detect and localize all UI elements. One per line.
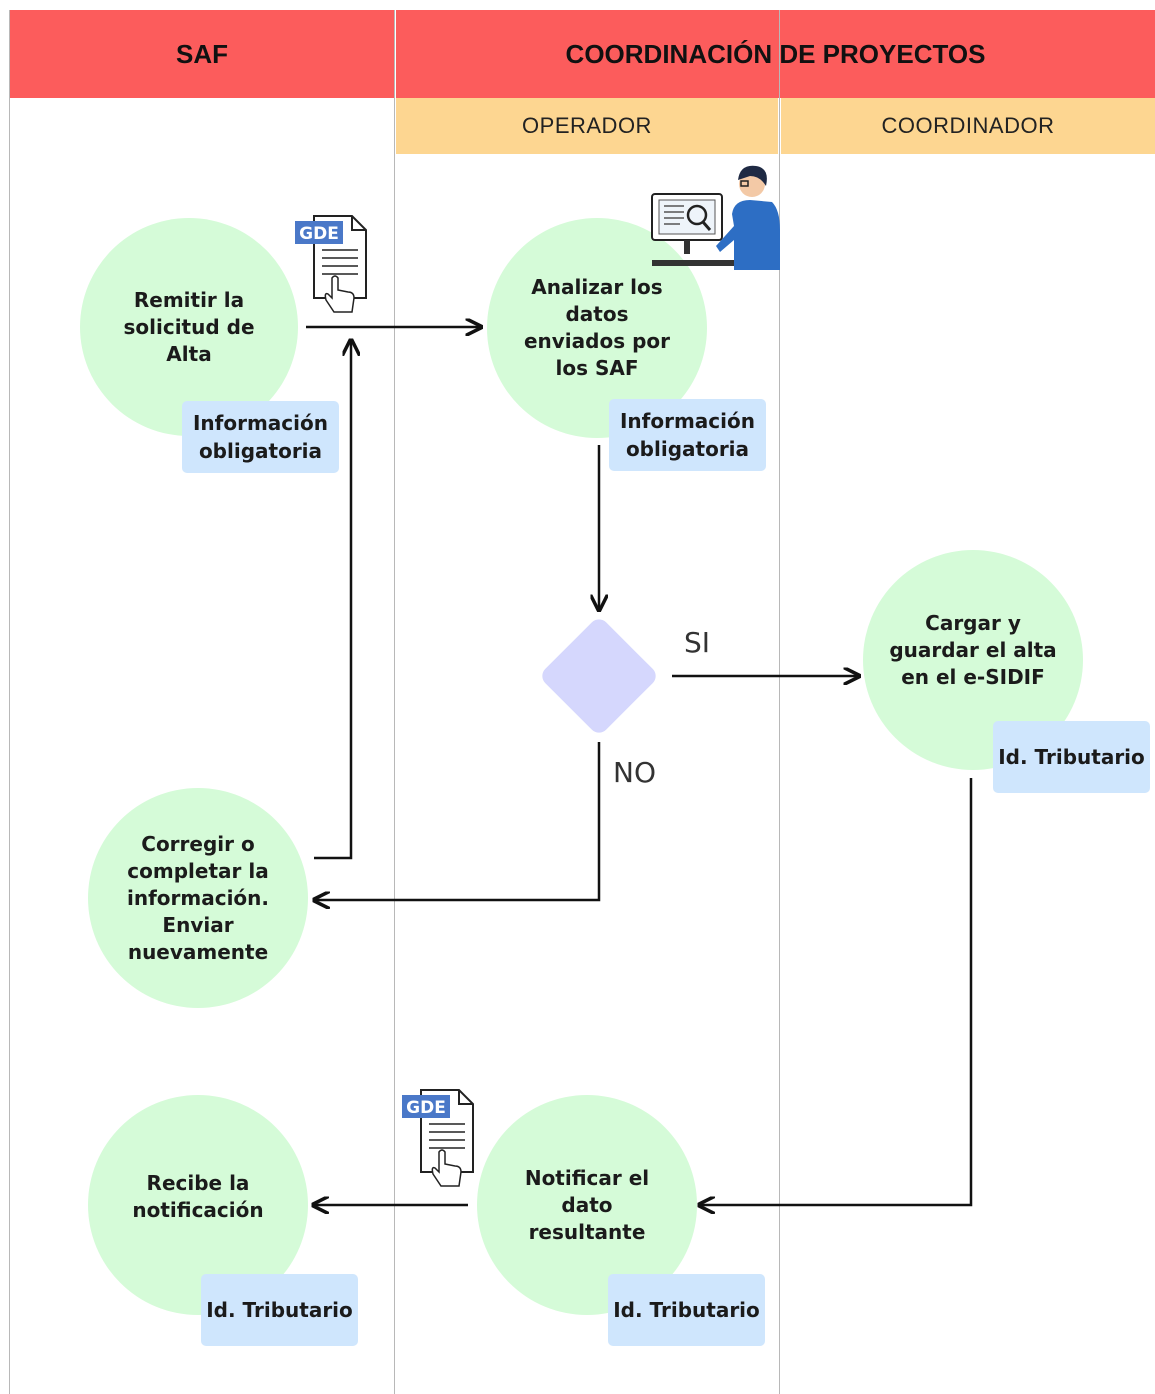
sublane-title-coordinador: COORDINADOR (881, 113, 1055, 138)
gde-badge-text: GDE (299, 224, 339, 244)
gde-document-icon: GDE (295, 215, 367, 313)
node-corregir-label: Corregir o completar la información. Env… (126, 831, 270, 964)
node-cargar-label: Cargar y guardar el alta en el e-SIDIF (889, 610, 1057, 689)
lane-header-saf: SAF (10, 10, 394, 98)
lane-header-coordinacion: COORDINACIÓN DE PROYECTOS (396, 10, 1155, 98)
tag-recibe-label: Id. Tributario (206, 1298, 353, 1322)
tag-notificar-label: Id. Tributario (613, 1298, 760, 1322)
tag-analizar-label: Información obligatoria (619, 409, 755, 461)
tag-notificar: Id. Tributario (608, 1274, 765, 1346)
arrow-cargar-to-notificar (699, 778, 973, 1205)
decision-yes-label: SI (684, 626, 711, 659)
lane-divider-saf (394, 10, 395, 1394)
node-corregir: Corregir o completar la información. Env… (88, 788, 308, 1008)
lane-title-coordinacion: COORDINACIÓN DE PROYECTOS (565, 38, 986, 69)
node-recibe-label: Recibe la notificación (132, 1171, 264, 1222)
tag-remitir: Información obligatoria (182, 401, 339, 473)
lane-divider-operador (779, 10, 780, 1394)
node-analizar-label: Analizar los datos enviados por los SAF (523, 275, 671, 380)
arrow-corregir-to-remitir (314, 340, 351, 860)
node-notificar-label: Notificar el dato resultante (524, 1165, 650, 1244)
node-remitir: Remitir la solicitud de Alta (80, 218, 298, 436)
arrow-decision-no-to-corregir (314, 742, 601, 900)
tag-analizar: Información obligatoria (609, 399, 766, 471)
sublane-header-coordinador: COORDINADOR (781, 98, 1155, 154)
tag-cargar: Id. Tributario (993, 721, 1150, 793)
operator-computer-icon (651, 165, 780, 270)
decision-no-label: NO (613, 756, 656, 789)
node-analizar: Analizar los datos enviados por los SAF (487, 218, 707, 438)
tag-cargar-label: Id. Tributario (998, 745, 1145, 769)
gde-document-icon: GDE (402, 1089, 474, 1187)
tag-recibe: Id. Tributario (201, 1274, 358, 1346)
sublane-header-operador: OPERADOR (396, 98, 778, 154)
gde-badge-text: GDE (406, 1098, 446, 1118)
lane-border-left (9, 10, 10, 1394)
tag-remitir-label: Información obligatoria (192, 411, 328, 463)
lane-title-saf: SAF (176, 38, 228, 69)
sublane-title-operador: OPERADOR (522, 113, 652, 138)
decision-diamond (542, 619, 656, 733)
node-remitir-label: Remitir la solicitud de Alta (123, 287, 255, 366)
